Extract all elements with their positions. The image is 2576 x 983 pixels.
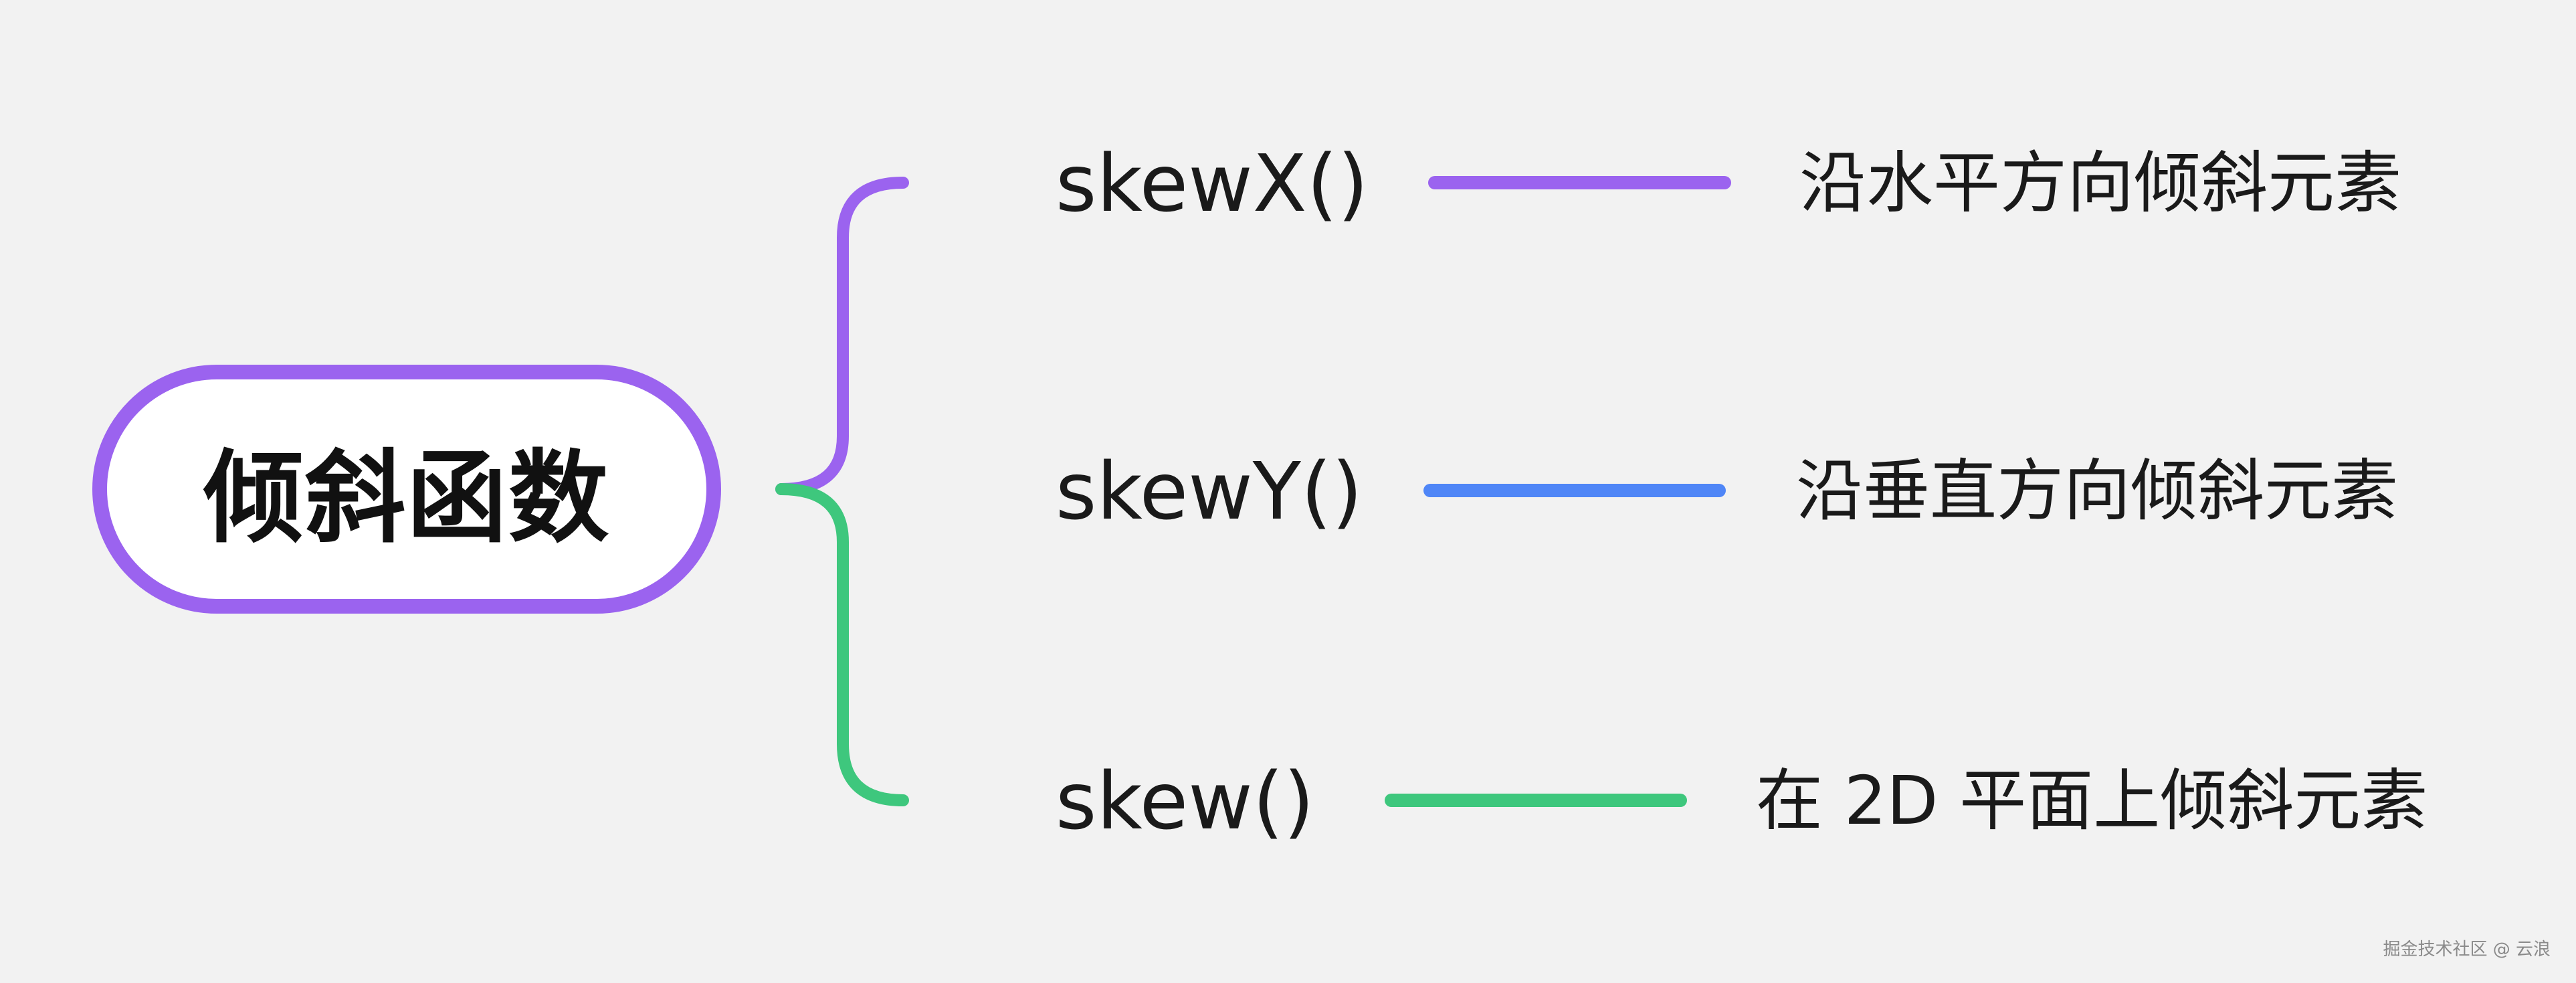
description-label-skewy: 沿垂直方向倾斜元素 (1796, 452, 2398, 530)
function-label-skewy: skewY() (1056, 445, 1363, 537)
description-label-skew: 在 2D 平面上倾斜元素 (1756, 762, 2428, 840)
root-node: 倾斜函数 (92, 365, 721, 614)
root-label: 倾斜函数 (203, 440, 610, 557)
function-label-skew: skew() (1056, 755, 1314, 847)
watermark: 掘金技术社区 @ 云浪 (2383, 940, 2551, 960)
brace-upper (775, 177, 909, 495)
function-label-skewx: skewX() (1056, 137, 1369, 230)
description-label-skewx: 沿水平方向倾斜元素 (1799, 144, 2401, 222)
brace-lower (775, 483, 909, 806)
